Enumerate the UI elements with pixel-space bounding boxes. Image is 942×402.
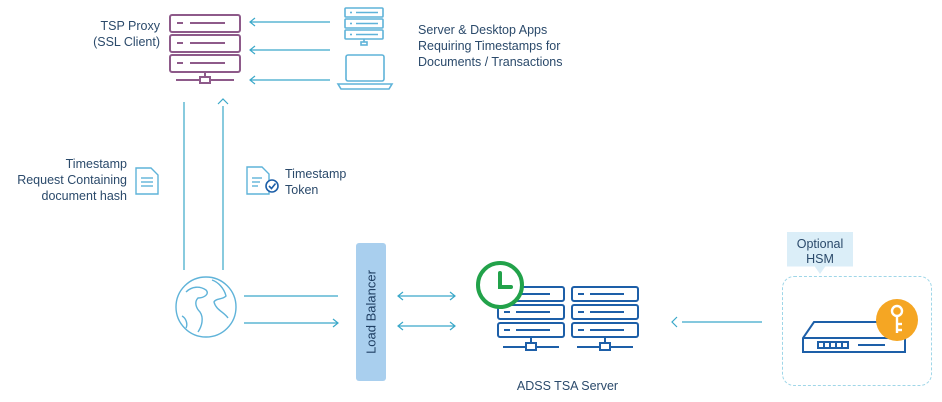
lb-to-tsa-arrows	[397, 291, 456, 331]
globe-to-lb-arrows	[244, 295, 339, 328]
load-balancer-label: Load Balancer	[363, 270, 379, 354]
tsa-server-right-icon	[571, 286, 639, 351]
load-balancer: Load Balancer	[356, 243, 386, 381]
tsa-server-label: ADSS TSA Server	[516, 379, 619, 393]
hsm-container	[782, 276, 932, 386]
document-check-icon	[246, 166, 279, 195]
tsp-proxy-label: TSP Proxy (SSL Client)	[93, 19, 160, 49]
apps-label: Server & Desktop Apps Requiring Timestam…	[418, 23, 563, 69]
clock-icon	[476, 261, 524, 309]
apps-to-proxy-arrows	[249, 17, 330, 85]
request-label: Timestamp Request Containing document ha…	[17, 157, 127, 203]
proxy-globe-lines	[183, 98, 229, 270]
desktop-server-icon	[344, 7, 384, 46]
tsa-server-left-icon	[497, 286, 565, 351]
hsm-to-tsa-arrow	[671, 316, 762, 328]
laptop-icon	[336, 54, 394, 90]
tsp-proxy-server-icon	[169, 14, 241, 84]
document-icon	[135, 167, 159, 195]
hsm-label: Optional HSM	[796, 237, 844, 266]
token-label: Timestamp Token	[285, 167, 347, 197]
globe-icon	[175, 276, 237, 338]
key-icon	[876, 299, 918, 341]
